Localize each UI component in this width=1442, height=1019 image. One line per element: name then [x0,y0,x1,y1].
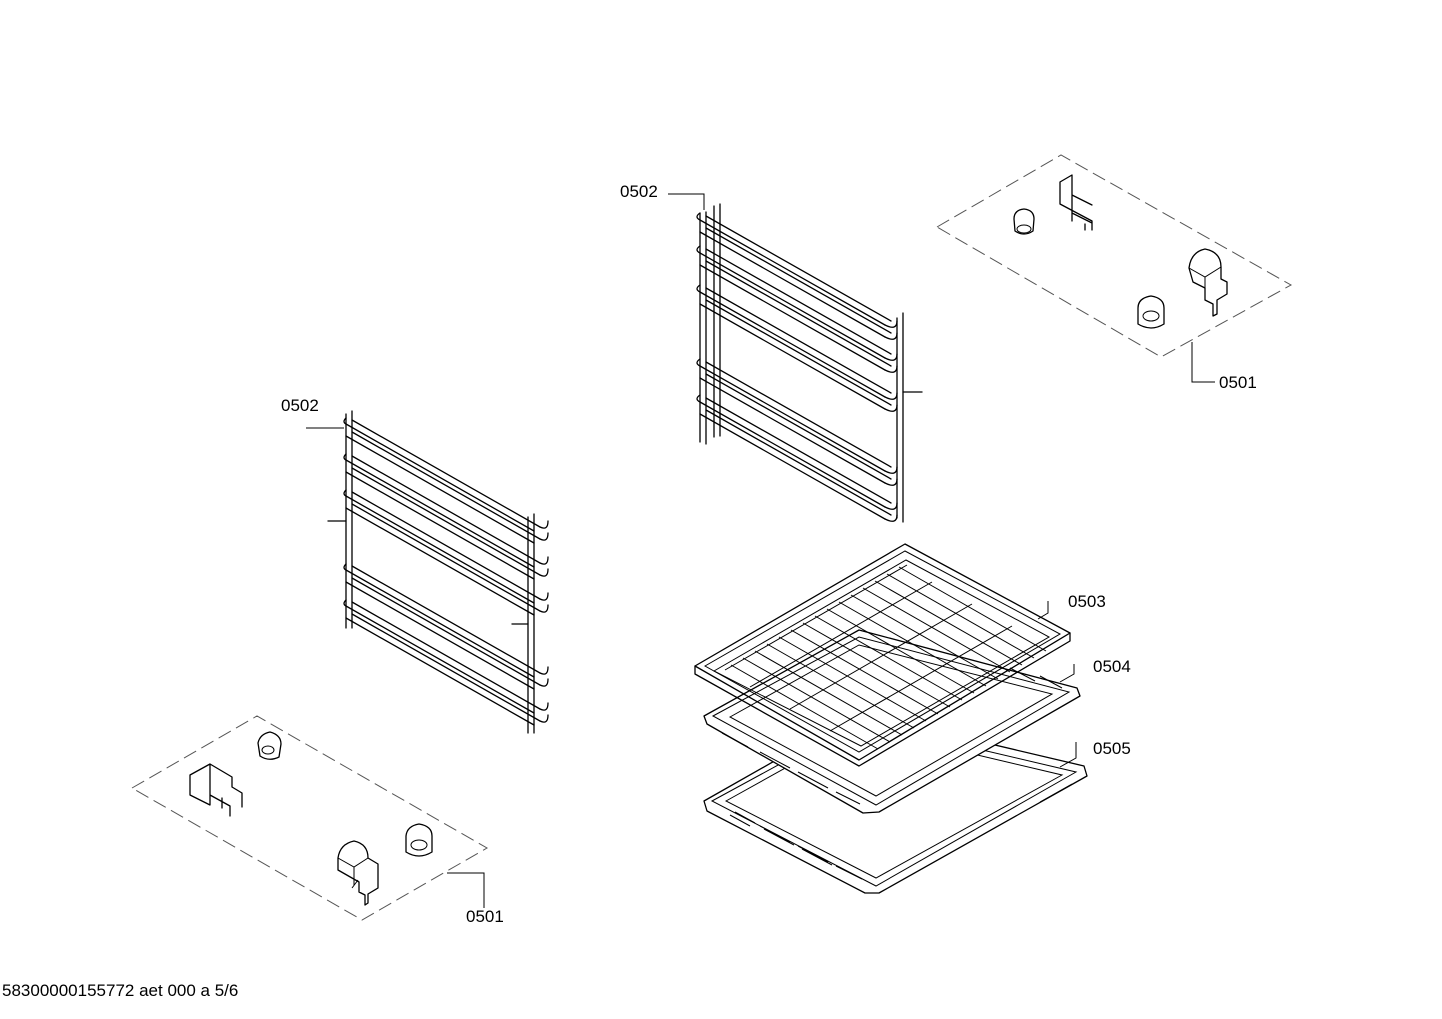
leader-rail-right [668,193,705,210]
grid-wires [724,564,1047,750]
document-footer-id: 58300000155772 aet 000 a 5/6 [2,981,239,1000]
leader-kit-right [1191,342,1215,383]
knob-part-left-large [405,823,433,857]
socket-part-right [1188,248,1228,317]
bracket-part-right-small [1059,174,1093,231]
leader-grid-shelf [1037,601,1049,620]
callout-label-rail-right: 0502 [620,182,658,201]
callout-label-kit-left: 0501 [466,907,504,926]
knob-part-right-large [1137,295,1165,329]
callout-label-kit-right: 0501 [1219,373,1257,392]
callout-label-tray-shallow: 0504 [1093,657,1131,676]
fixing-kit-right: 0501 [936,154,1293,392]
callout-label-tray-deep: 0505 [1093,739,1131,758]
fixing-kit-left: 0501 [130,715,504,926]
bracket-part-left-small [189,763,243,817]
wire-grid-shelf: 0503 [694,543,1106,767]
shelf-rail-left: 0502 [281,396,549,734]
leader-tray-shallow [1059,664,1075,683]
shelf-rail-right: 0502 [620,182,923,523]
leader-tray-deep [1059,742,1077,768]
leader-kit-left [447,872,485,908]
knob-part-right-small [1013,208,1035,235]
socket-part-left [337,840,379,906]
knob-part-left-small [257,731,282,760]
callout-label-grid-shelf: 0503 [1068,592,1106,611]
callout-label-rail-left: 0502 [281,396,319,415]
